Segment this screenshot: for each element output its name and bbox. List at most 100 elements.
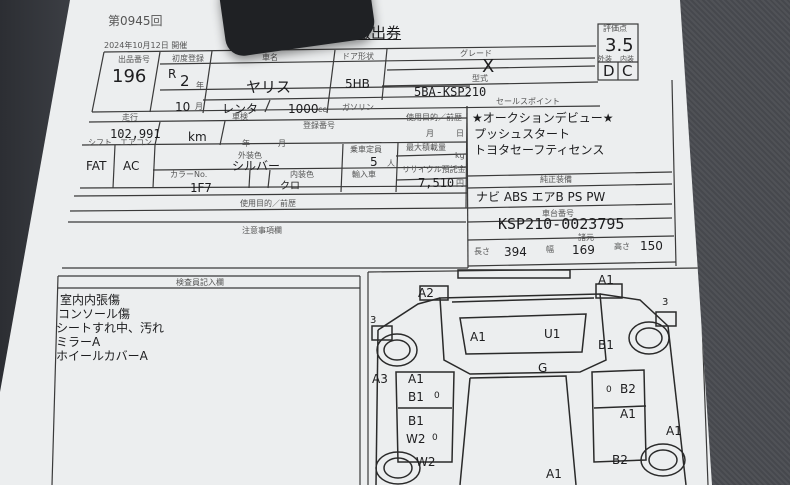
color-code: 1F7 <box>190 181 212 195</box>
sales-point-2: プッシュスタート <box>474 127 571 141</box>
width-value: 169 <box>572 243 595 257</box>
damage-g: G <box>538 361 548 375</box>
damage-a3: A3 <box>372 372 388 386</box>
length-label: 長さ <box>474 247 490 256</box>
inspector-label: 検査員記入欄 <box>176 278 224 287</box>
length-value: 394 <box>504 245 527 259</box>
usage-history: レンタ <box>222 102 259 116</box>
damage-a1-far-right: A1 <box>666 424 682 438</box>
color-value: シルバー <box>232 159 281 173</box>
year-label: 初度登録 <box>172 54 204 63</box>
recycle-label: リサイクル預託金 <box>402 165 466 174</box>
aircon-label: エアコン <box>120 138 152 147</box>
damage-a1-rear: A1 <box>546 467 562 481</box>
inspector-note-3: シートすれ中、汚れ <box>56 321 165 335</box>
chassis-label: 車台番号 <box>542 209 574 218</box>
interior-color-label: 内装色 <box>290 170 314 179</box>
interior-label: 内装 <box>620 55 634 63</box>
car-name-label: 車名 <box>262 53 278 62</box>
model-type-label: 型式 <box>472 74 488 83</box>
sales-point-1: ★オークションデビュー★ <box>472 111 614 125</box>
sales-point-3: トヨタセーフティセンス <box>474 143 605 157</box>
yen-unit: 円 <box>456 179 464 188</box>
registration-year: 2 <box>180 72 190 90</box>
grade-label: グレード <box>460 49 492 58</box>
damage-zero-2: 0 <box>606 385 612 395</box>
damage-a1-right-door: A1 <box>620 407 636 421</box>
person-unit: 人 <box>387 159 395 168</box>
color-code-label: カラーNo. <box>170 170 208 179</box>
height-value: 150 <box>640 239 663 253</box>
model-code: 5BA-KSP210 <box>414 85 487 99</box>
damage-a1-hood: A1 <box>470 330 486 344</box>
displacement: 1000 <box>288 102 319 116</box>
damage-b1-left-rear: B1 <box>408 414 424 428</box>
mileage-value: 102,991 <box>110 127 161 141</box>
exterior-label: 外装 <box>598 55 612 63</box>
inspector-note-5: ホイールカバーA <box>56 349 148 363</box>
year-suffix: 年 <box>196 81 204 90</box>
car-name: ヤリス <box>246 78 292 96</box>
damage-b1-right-front: B1 <box>598 338 614 352</box>
attention-label: 注意事項欄 <box>242 226 282 235</box>
month-label: 月 <box>426 129 434 138</box>
damage-b2-right: B2 <box>620 382 636 396</box>
kg-unit: kg <box>455 151 465 160</box>
grade-value: X <box>482 56 495 77</box>
chassis-number: KSP210-0023795 <box>498 215 625 233</box>
door-type: 5HB <box>345 77 370 91</box>
era-year-label: 年 <box>242 139 250 148</box>
registration-month: 10 <box>175 100 191 114</box>
shift-label: シフト <box>88 138 112 147</box>
era: R <box>168 67 177 81</box>
damage-a2-top: A2 <box>418 286 434 300</box>
month2-label: 月 <box>278 139 286 148</box>
displacement-unit: cc <box>318 105 327 114</box>
score-exterior: D <box>603 62 615 80</box>
color-label: 外装色 <box>238 151 262 160</box>
max-load-label: 最大積載量 <box>406 143 446 152</box>
auction-date: 2024年10月12日 開催 <box>104 41 188 50</box>
aircon-value: AC <box>123 159 140 173</box>
shift-value: FAT <box>86 159 107 173</box>
damage-u1: U1 <box>544 327 561 341</box>
mileage-label: 走行 <box>122 113 138 122</box>
damage-a1-left-door: A1 <box>408 372 424 386</box>
score-overall: 3.5 <box>605 35 634 56</box>
history-label: 使用目的／前歴 <box>406 113 462 122</box>
damage-b2-bottom: B2 <box>612 453 628 467</box>
bracket-right: 3 <box>662 297 669 308</box>
capacity-value: 5 <box>370 155 378 169</box>
door-label: ドア形状 <box>342 52 374 61</box>
dimensions-label: 諸元 <box>578 233 594 242</box>
equipment-value: ナビ ABS エアB PS PW <box>476 190 606 204</box>
damage-b1-left: B1 <box>408 390 424 404</box>
damage-zero-1: 0 <box>434 391 440 401</box>
capacity-label: 乗車定員 <box>350 145 382 154</box>
history-section-label: 使用目的／前歴 <box>240 199 296 208</box>
width-label: 幅 <box>546 245 554 254</box>
registration-no-label: 登録番号 <box>303 121 335 130</box>
height-label: 高さ <box>614 242 630 251</box>
damage-zero-3: 0 <box>432 433 438 443</box>
inspection-label: 車検 <box>232 112 248 121</box>
inspector-note-4: ミラーA <box>56 335 101 349</box>
damage-w2-bottom: W2 <box>416 455 436 469</box>
session-number: 第0945回 <box>108 14 163 28</box>
month-suffix: 月 <box>195 102 203 111</box>
bracket-left: 3 <box>370 315 377 326</box>
mileage-unit: km <box>188 130 207 144</box>
score-interior: C <box>622 62 633 80</box>
import-label: 輸入車 <box>352 170 376 179</box>
lot-label: 出品番号 <box>118 55 150 64</box>
score-label: 評価点 <box>603 24 627 33</box>
equipment-label: 純正装備 <box>540 175 572 184</box>
damage-a1-top: A1 <box>598 273 614 287</box>
interior-color: クロ <box>280 181 300 192</box>
inspector-note-2: コンソール傷 <box>58 307 131 321</box>
recycle-value: 7,510 <box>418 176 455 190</box>
day-label: 日 <box>456 129 464 138</box>
inspector-note-1: 室内内張傷 <box>60 293 121 307</box>
